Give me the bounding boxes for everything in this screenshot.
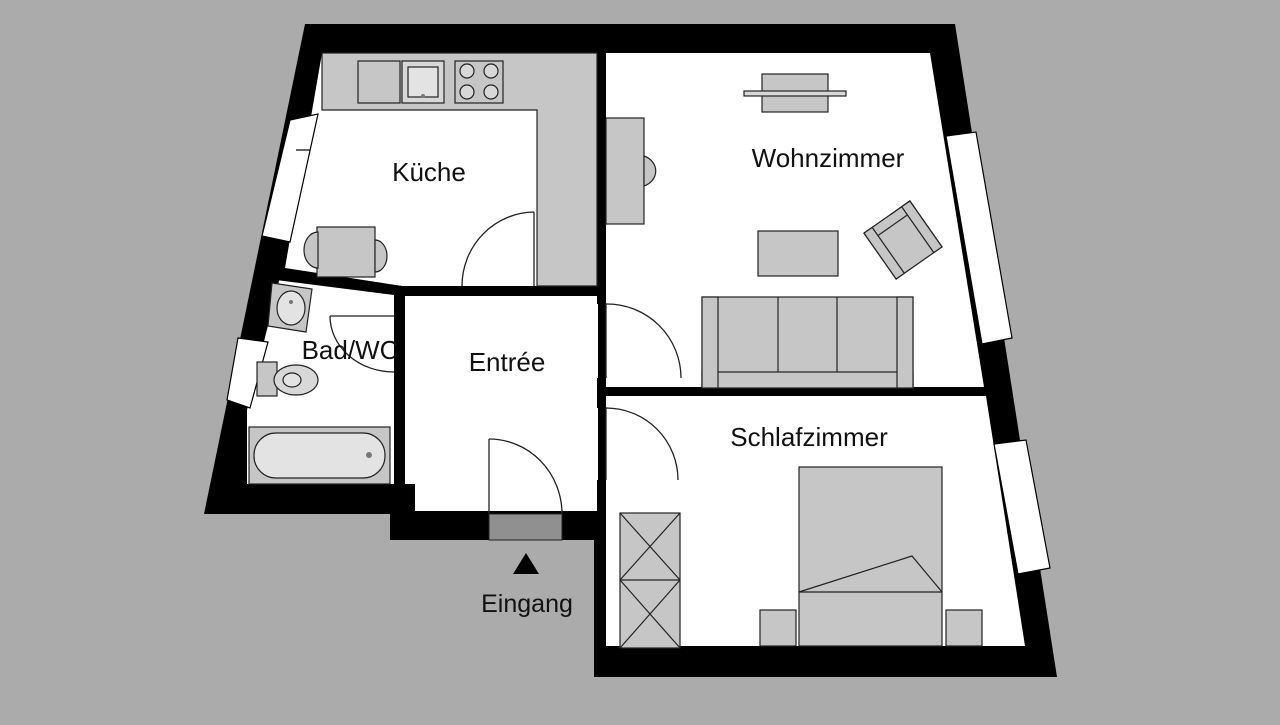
stove-burner <box>459 63 475 79</box>
coffee-table <box>757 230 839 277</box>
room-label-bathroom: Bad/WC <box>302 335 399 365</box>
kitchen-furniture <box>303 52 598 287</box>
desk-chair <box>643 155 657 187</box>
stove-burner <box>459 84 475 100</box>
bathroom-fixtures <box>248 282 391 485</box>
bathroom-window <box>226 337 269 409</box>
doors <box>329 211 682 515</box>
nightstand-right <box>945 609 983 647</box>
entrance-label: Eingang <box>481 590 573 618</box>
interior-walls <box>276 40 988 520</box>
room-label-kitchen: Küche <box>392 157 466 187</box>
washbasin <box>267 282 313 333</box>
bedroom-window <box>993 439 1051 575</box>
living-room-window <box>945 131 1013 345</box>
stove-burner <box>483 84 499 100</box>
kitchen-sink <box>357 60 401 104</box>
nightstand-left <box>759 609 797 647</box>
hallway-floor <box>405 296 598 511</box>
room-label-hallway: Entrée <box>469 347 546 377</box>
entrance-mat <box>488 513 563 541</box>
entrance-door <box>488 438 563 515</box>
kitchen-window <box>261 113 319 243</box>
kitchen-table <box>316 226 376 278</box>
bedroom-furniture <box>619 466 983 649</box>
living-room-furniture <box>605 73 943 389</box>
toilet <box>256 361 319 397</box>
bathtub <box>248 426 391 485</box>
bathroom-door <box>329 315 395 373</box>
double-bed <box>798 466 943 647</box>
kitchen-chair <box>374 239 388 273</box>
triangle-up-icon <box>513 553 539 574</box>
kitchen-chair <box>303 231 319 269</box>
sofa <box>701 296 914 389</box>
kitchen-door <box>461 211 535 287</box>
wardrobe <box>619 512 681 649</box>
windows <box>226 113 1051 575</box>
desk <box>605 117 645 225</box>
room-label-living-room: Wohnzimmer <box>752 143 905 173</box>
stove-burner <box>483 63 499 79</box>
armchair <box>863 200 943 280</box>
living-room-door <box>605 303 682 379</box>
room-label-bedroom: Schlafzimmer <box>730 422 888 452</box>
bedroom-door <box>605 407 679 481</box>
